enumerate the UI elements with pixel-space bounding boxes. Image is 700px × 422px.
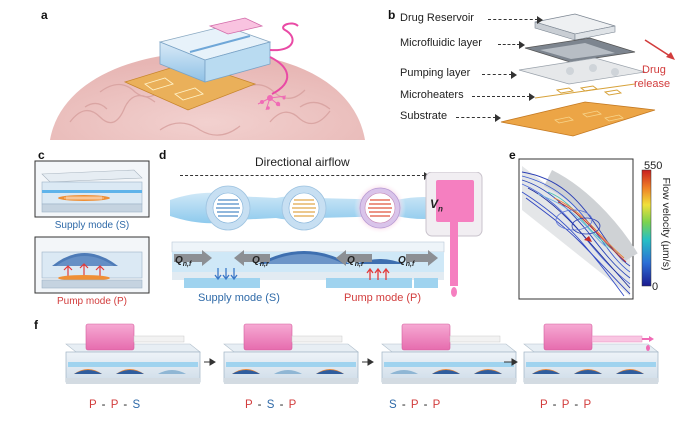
flow-q-label-1: Qn,f xyxy=(175,255,192,268)
pump-mode-label-d: Pump mode (P) xyxy=(344,292,422,304)
label-drug: Drug xyxy=(642,64,666,76)
colorbar xyxy=(641,169,652,287)
label-substrate: Substrate xyxy=(400,110,448,122)
panel-letter-a: a xyxy=(41,8,48,22)
pump-mode-label-c: Pump mode (P) xyxy=(56,296,128,307)
volume-label: Vn xyxy=(430,197,443,214)
flow-q-label-2: Qn,r xyxy=(252,255,269,268)
sequence-label-3: S - P - P xyxy=(389,399,442,411)
pointer-microheaters xyxy=(472,92,535,101)
label-microheaters: Microheaters xyxy=(400,89,464,101)
streamline-simulation xyxy=(518,158,652,300)
supply-mode-label-c: Supply mode (S) xyxy=(54,220,130,231)
colorbar-label-wrap: Flow velocity (µm/s) xyxy=(658,172,672,280)
pointer-microfluidic xyxy=(498,40,525,49)
colorbar-max-label: 550 xyxy=(644,160,663,172)
flow-diagram xyxy=(170,172,483,297)
brain-device-illustration xyxy=(50,17,365,140)
exploded-layers-illustration xyxy=(500,13,675,137)
supply-mode-illustration xyxy=(34,160,150,218)
pointer-substrate xyxy=(456,113,501,122)
pointer-drug-reservoir xyxy=(488,15,543,24)
sequence-label-1: P - P - S xyxy=(89,399,142,411)
panel-letter-d: d xyxy=(159,148,167,162)
panel-letter-e: e xyxy=(509,148,516,162)
label-microfluidic-layer: Microfluidic layer xyxy=(400,37,482,49)
sequence-illustrations xyxy=(65,323,659,384)
sequence-label-2: P - S - P xyxy=(245,399,298,411)
supply-mode-label-d: Supply mode (S) xyxy=(198,292,280,304)
directional-airflow-label: Directional airflow xyxy=(255,155,350,169)
colorbar-min-label: 0 xyxy=(652,281,659,293)
sequence-label-4: P - P - P xyxy=(540,399,593,411)
pointer-pumping xyxy=(482,70,517,79)
label-drug-reservoir: Drug Reservoir xyxy=(400,12,474,24)
label-pumping-layer: Pumping layer xyxy=(400,67,471,79)
pump-mode-illustration xyxy=(34,236,150,294)
flow-q-label-4: Qn,f xyxy=(398,255,415,268)
panel-letter-f: f xyxy=(34,318,38,332)
label-release: release xyxy=(634,78,671,90)
panel-letter-c: c xyxy=(38,148,45,162)
panel-letter-b: b xyxy=(388,8,396,22)
colorbar-label: Flow velocity (µm/s) xyxy=(660,177,672,271)
flow-q-label-3: Qn,r xyxy=(347,255,364,268)
